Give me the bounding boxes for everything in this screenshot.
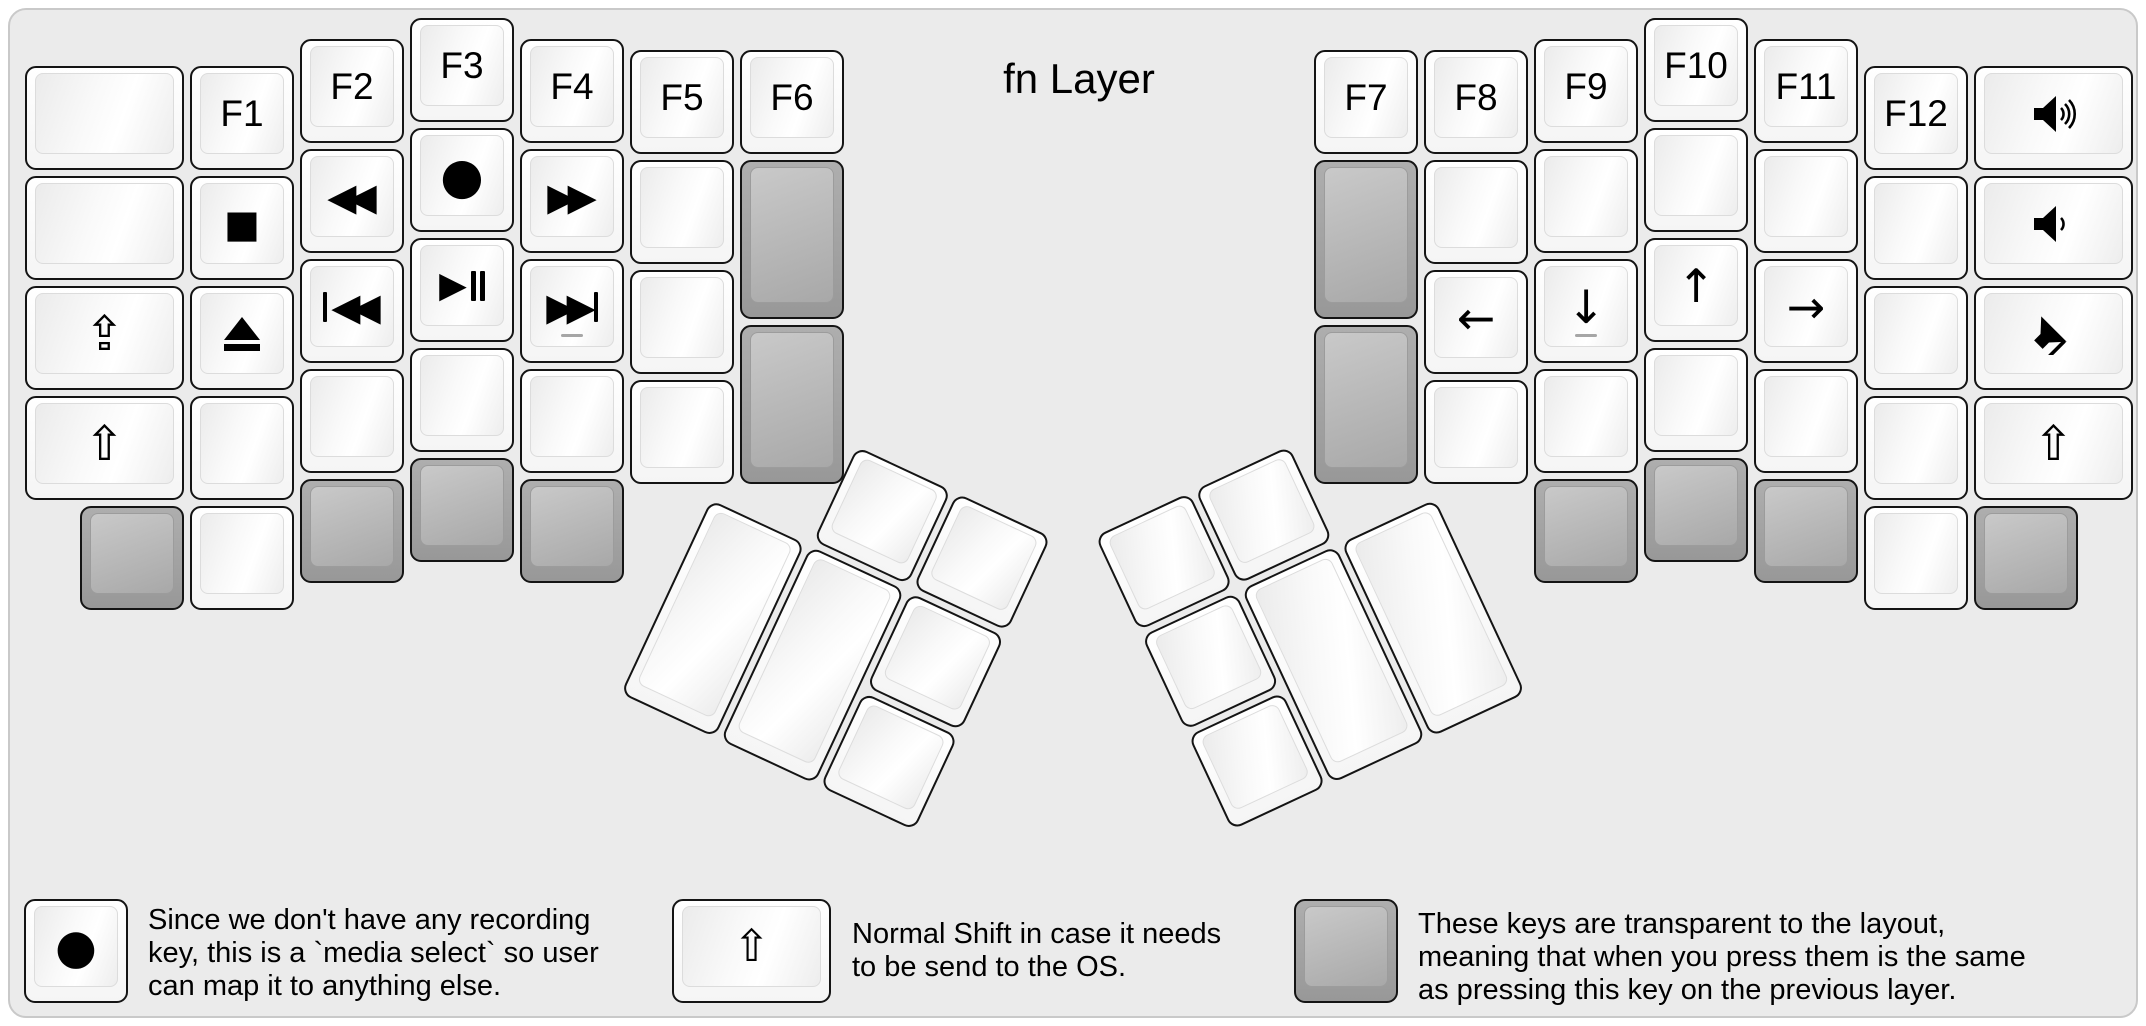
key-f6[interactable]: F6	[740, 50, 844, 154]
next-track-icon: ▶▶	[546, 288, 598, 326]
key-transparent[interactable]	[520, 479, 624, 583]
key-f9[interactable]: F9	[1534, 39, 1638, 143]
arrow-up-icon: ↑	[1676, 258, 1716, 313]
key-blank[interactable]	[300, 369, 404, 473]
homing-bar	[1575, 334, 1597, 337]
volume-down-icon	[2033, 205, 2065, 242]
key-transparent[interactable]	[1644, 458, 1748, 562]
transparent-key-icon	[1294, 899, 1398, 1003]
key-blank[interactable]	[1644, 128, 1748, 232]
key-blank[interactable]	[410, 348, 514, 452]
key-blank[interactable]	[25, 176, 184, 280]
key-f11[interactable]: F11	[1754, 39, 1858, 143]
key-f3[interactable]: F3	[410, 18, 514, 122]
key-stop[interactable]: ■	[190, 176, 294, 280]
eject-icon	[224, 316, 260, 351]
key-blank[interactable]	[25, 66, 184, 170]
key-f12[interactable]: F12	[1864, 66, 1968, 170]
key-next-track[interactable]: ▶▶	[520, 259, 624, 363]
homing-bar	[561, 334, 583, 337]
shift-icon: ⇧	[733, 920, 770, 972]
key-f8[interactable]: F8	[1424, 50, 1528, 154]
key-f2[interactable]: F2	[300, 39, 404, 143]
key-f10[interactable]: F10	[1644, 18, 1748, 122]
key-volume-up[interactable]	[1974, 66, 2133, 170]
key-blank[interactable]	[630, 380, 734, 484]
legend-text-record: Since we don't have any recording key, t…	[148, 904, 599, 1002]
key-blank[interactable]	[1534, 149, 1638, 253]
key-blank[interactable]	[1424, 160, 1528, 264]
legend-text-shift: Normal Shift in case it needs to be send…	[852, 918, 1222, 983]
key-transparent[interactable]	[80, 506, 184, 610]
key-transparent[interactable]	[300, 479, 404, 583]
key-arrow-right[interactable]: →	[1754, 259, 1858, 363]
key-blank[interactable]	[1424, 380, 1528, 484]
key-shift-left[interactable]: ⇧	[25, 396, 184, 500]
stop-icon: ■	[224, 201, 260, 246]
key-f5[interactable]: F5	[630, 50, 734, 154]
key-rewind[interactable]: ◀◀	[300, 149, 404, 253]
key-f7[interactable]: F7	[1314, 50, 1418, 154]
arrow-down-icon: ↓	[1566, 279, 1606, 334]
key-arrow-left[interactable]: ←	[1424, 270, 1528, 374]
key-blank[interactable]	[1864, 176, 1968, 280]
record-icon: ●	[440, 146, 484, 205]
shift-icon: ⇧	[84, 415, 125, 472]
volume-mute-icon	[2033, 315, 2067, 355]
key-blank[interactable]	[1864, 506, 1968, 610]
key-transparent[interactable]	[1754, 479, 1858, 583]
key-f4[interactable]: F4	[520, 39, 624, 143]
key-blank[interactable]	[1864, 286, 1968, 390]
key-caps-lock[interactable]: ⇪	[25, 286, 184, 390]
key-volume-down[interactable]	[1974, 176, 2133, 280]
key-eject[interactable]	[190, 286, 294, 390]
key-blank[interactable]	[190, 506, 294, 610]
page-title: fn Layer	[1003, 55, 1155, 102]
key-fast-forward[interactable]: ▶▶	[520, 149, 624, 253]
shift-key-icon: ⇧	[672, 899, 831, 1003]
prev-track-icon: ◀◀	[323, 288, 381, 326]
key-blank[interactable]	[630, 270, 734, 374]
key-transparent[interactable]	[740, 325, 844, 484]
key-blank[interactable]	[1754, 149, 1858, 253]
key-arrow-down[interactable]: ↓	[1534, 259, 1638, 363]
key-transparent[interactable]	[410, 458, 514, 562]
key-prev-track[interactable]: ◀◀	[300, 259, 404, 363]
key-blank[interactable]	[1534, 369, 1638, 473]
caps-lock-icon: ⇪	[84, 305, 125, 362]
key-transparent[interactable]	[1314, 160, 1418, 319]
key-transparent[interactable]	[1534, 479, 1638, 583]
rewind-icon: ◀◀	[327, 174, 377, 219]
key-blank[interactable]	[1644, 348, 1748, 452]
legend-text-transparent: These keys are transparent to the layout…	[1418, 908, 2026, 1006]
key-record-media-select[interactable]: ●	[410, 128, 514, 232]
record-key-icon: ●	[24, 899, 128, 1003]
shift-icon: ⇧	[2033, 415, 2074, 472]
key-transparent[interactable]	[1974, 506, 2078, 610]
arrow-left-icon: ←	[1456, 290, 1496, 345]
key-transparent[interactable]	[1314, 325, 1418, 484]
key-arrow-up[interactable]: ↑	[1644, 238, 1748, 342]
key-blank[interactable]	[630, 160, 734, 264]
key-play-pause[interactable]: ▶	[410, 238, 514, 342]
key-transparent[interactable]	[740, 160, 844, 319]
key-volume-mute[interactable]	[1974, 286, 2133, 390]
key-shift-right[interactable]: ⇧	[1974, 396, 2133, 500]
arrow-right-icon: →	[1786, 279, 1826, 334]
fast-forward-icon: ▶▶	[547, 174, 597, 219]
volume-up-icon	[2033, 95, 2076, 132]
key-blank[interactable]	[1864, 396, 1968, 500]
key-blank[interactable]	[190, 396, 294, 500]
play-pause-icon: ▶	[439, 267, 485, 304]
key-blank[interactable]	[520, 369, 624, 473]
key-blank[interactable]	[1754, 369, 1858, 473]
record-icon: ●	[55, 918, 97, 975]
key-f1[interactable]: F1	[190, 66, 294, 170]
